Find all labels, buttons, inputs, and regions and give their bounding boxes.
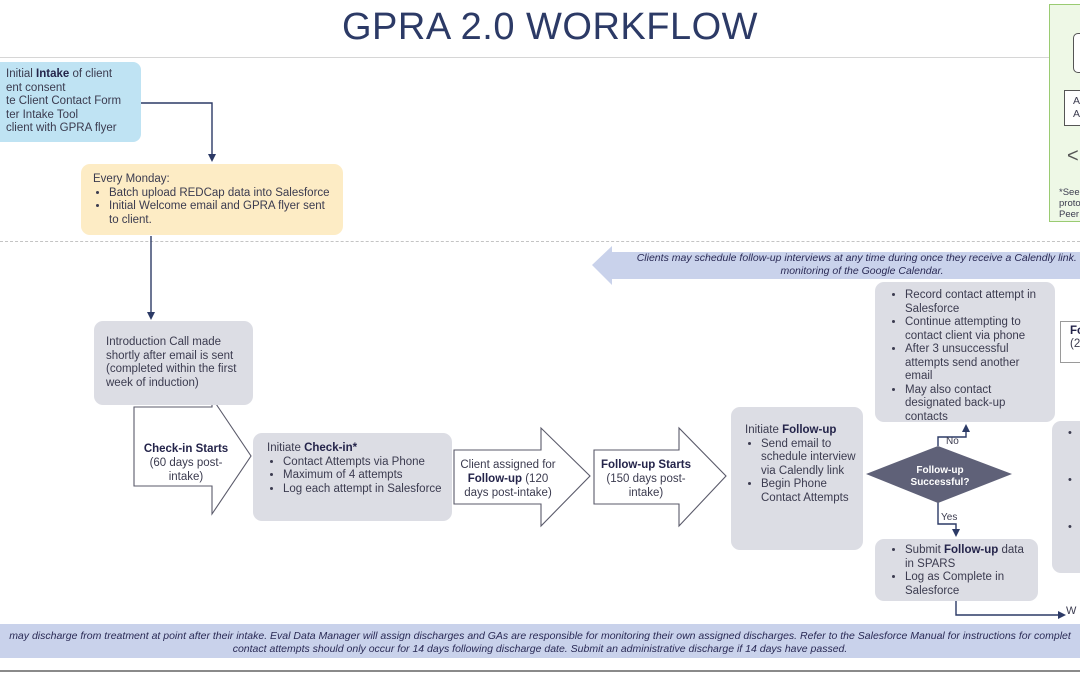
right-partial-label: W (1066, 605, 1077, 617)
followup-starts-label: Follow-up Starts (150 days post-intake) (600, 459, 692, 499)
connector-submit-to-right (955, 601, 1066, 619)
submit-box: Submit Follow-up data in SPARS Log as Co… (875, 539, 1038, 601)
intake-line-5: client with GPRA flyer (6, 122, 117, 134)
followup-heading: Initiate Follow-up (745, 424, 837, 436)
intake-line-2: ent consent (6, 81, 66, 94)
checkin-item: Contact Attempts via Phone (283, 456, 444, 470)
monday-item: Initial Welcome email and GPRA flyer sen… (109, 200, 333, 227)
record-item: Record contact attempt in Salesforce (905, 289, 1049, 316)
no-label: No (946, 436, 959, 447)
connector-yes-to-submit (937, 502, 960, 537)
followup-starts-arrow (593, 426, 727, 528)
intake-box: Initial Intake of client ent consent te … (0, 62, 141, 142)
checkin-box: Initiate Check-in* Contact Attempts via … (253, 433, 452, 521)
record-item: Continue attempting to contact client vi… (905, 316, 1049, 343)
connector-intake-to-monday (141, 102, 216, 162)
green-panel-shape (1073, 33, 1080, 73)
green-panel-note: *See proto Peer (1059, 187, 1080, 220)
bottom-border (0, 670, 1080, 672)
record-item: After 3 unsuccessful attempts send anoth… (905, 343, 1049, 384)
followup-item: Begin Phone Contact Attempts (761, 478, 857, 505)
section-divider (0, 241, 1080, 242)
submit-item: Log as Complete in Salesforce (905, 571, 1032, 598)
title-divider (0, 57, 1080, 58)
yes-label: Yes (941, 512, 958, 523)
intake-line-4: ter Intake Tool (6, 108, 79, 121)
discharge-footer-text: may discharge from treatment at point af… (9, 630, 1071, 655)
checkin-item: Log each attempt in Salesforce (283, 483, 444, 497)
checkin-heading: Initiate Check-in* (267, 442, 358, 454)
monday-item: Batch upload REDCap data into Salesforce (109, 187, 333, 201)
calendly-banner-arrow (592, 246, 1080, 285)
followup-item: Send email to schedule interview via Cal… (761, 438, 857, 479)
monday-box: Every Monday: Batch upload REDCap data i… (81, 164, 343, 235)
right-bullet: • (1068, 427, 1072, 439)
submit-item: Submit Follow-up data in SPARS (905, 544, 1032, 571)
calendly-banner-text: Clients may schedule follow-up interview… (636, 252, 1080, 277)
intake-line-3: te Client Contact Form (6, 95, 122, 107)
intro-call-box: Introduction Call made shortly after ema… (94, 321, 253, 405)
decision-label: Follow-up Successful? (910, 465, 970, 488)
monday-heading: Every Monday: (93, 173, 170, 185)
right-bullet: • (1068, 521, 1072, 533)
page-title: GPRA 2.0 WORKFLOW (341, 6, 759, 48)
client-assigned-label: Client assigned for Follow-up (120 days … (460, 459, 556, 499)
followup-box: Initiate Follow-up Send email to schedul… (731, 407, 863, 550)
right-bullet: • (1068, 474, 1072, 486)
checkin-starts-arrow (133, 396, 252, 516)
checkin-item: Maximum of 4 attempts (283, 469, 444, 483)
intake-line-1: Initial Intake of client (6, 68, 113, 80)
followup-decision-diamond (866, 446, 1012, 503)
checkin-starts-label: Check-in Starts (60 days post-intake) (143, 443, 229, 483)
connector-no-to-record (937, 424, 970, 446)
record-item: May also contact designated back-up cont… (905, 384, 1049, 425)
discharge-footer (0, 624, 1080, 658)
record-attempt-box: Record contact attempt in Salesforce Con… (875, 282, 1055, 425)
right-partial-gray-box: • • • (1052, 421, 1080, 573)
right-partial-box: Fo (2 (1060, 321, 1080, 363)
chevron-left-icon: < (1067, 145, 1079, 167)
green-panel-box: A A (1064, 90, 1080, 126)
client-assigned-arrow (453, 426, 591, 528)
